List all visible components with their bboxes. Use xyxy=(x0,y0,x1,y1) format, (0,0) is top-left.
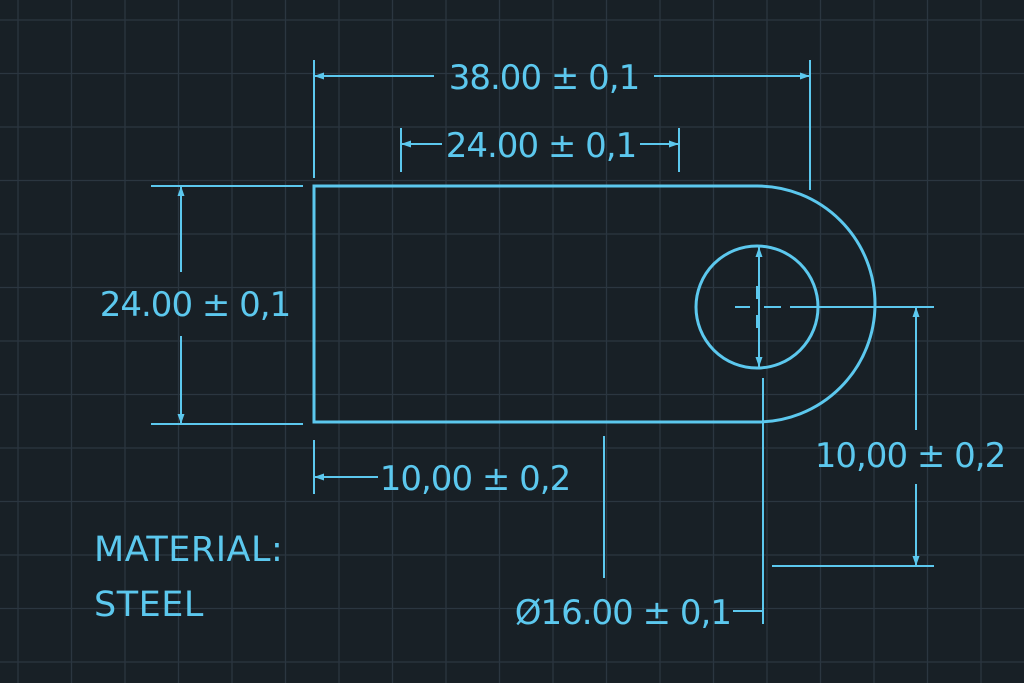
dimension-lines xyxy=(177,72,920,612)
bottom-offset-label: 10,00 ± 0,2 xyxy=(380,459,571,499)
material-label: MATERIAL: xyxy=(94,530,283,570)
hole-diameter-label: Ø16.00 ± 0,1 xyxy=(515,593,731,633)
right-offset-label: 10,00 ± 0,2 xyxy=(815,436,1006,476)
material-note: MATERIAL: STEEL xyxy=(94,530,283,625)
dimension-labels: 38.00 ± 0,1 24.00 ± 0,1 24.00 ± 0,1 10,0… xyxy=(100,58,1007,633)
hole-centerlines xyxy=(735,286,870,328)
overall-length-label: 38.00 ± 0,1 xyxy=(449,58,640,98)
part-outline xyxy=(312,184,877,424)
height-label: 24.00 ± 0,1 xyxy=(100,285,291,325)
part-profile xyxy=(312,184,877,424)
top-width-label: 24.00 ± 0,1 xyxy=(446,126,637,166)
extension-lines xyxy=(151,60,934,624)
material-value: STEEL xyxy=(94,585,204,625)
